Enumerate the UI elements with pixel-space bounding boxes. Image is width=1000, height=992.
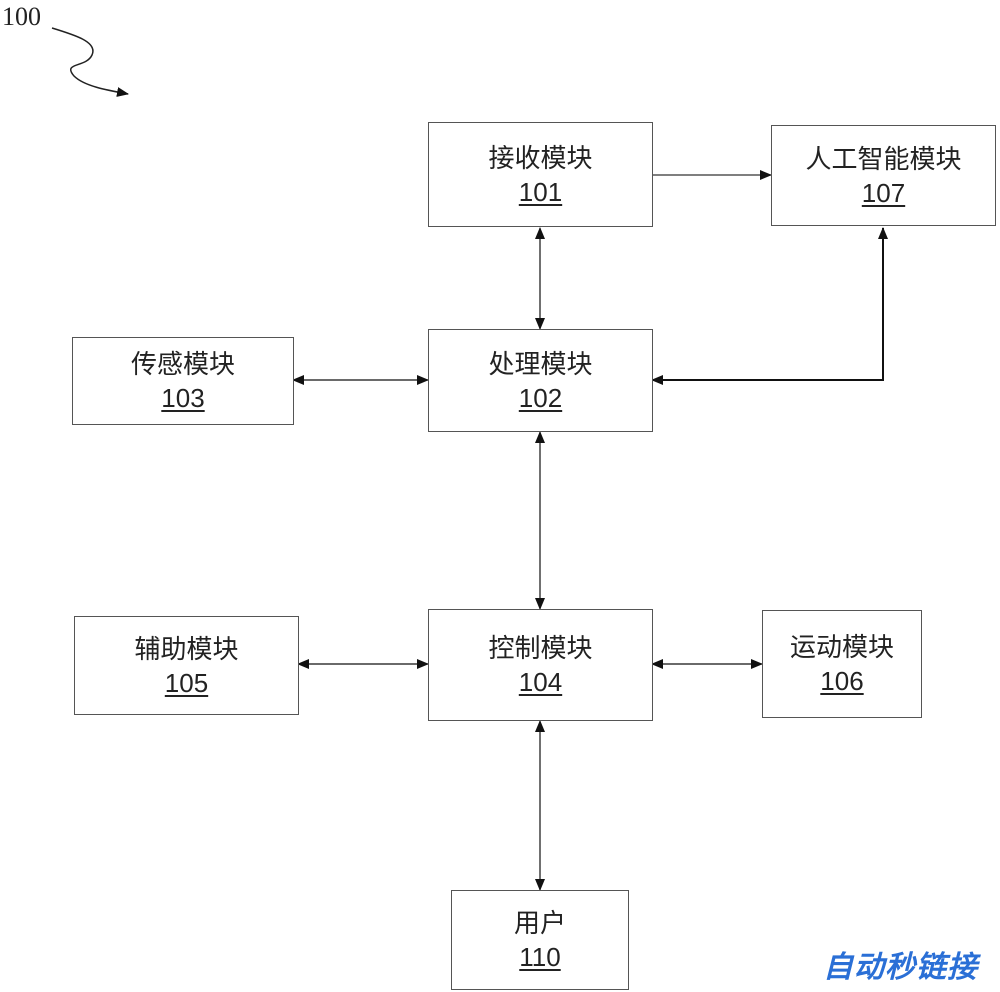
ai-module-number: 107 bbox=[861, 177, 906, 208]
auxiliary-module-box: 辅助模块 105 bbox=[74, 616, 299, 715]
sensing-module-box: 传感模块 103 bbox=[72, 337, 294, 425]
figure-reference-label: 100 bbox=[2, 2, 41, 31]
receive-module-number: 101 bbox=[518, 176, 563, 207]
sensing-module-label: 传感模块 bbox=[130, 350, 235, 380]
control-module-box: 控制模块 104 bbox=[428, 609, 653, 721]
motion-module-box: 运动模块 106 bbox=[762, 610, 922, 718]
user-label: 用户 bbox=[513, 909, 566, 939]
ai-module-label: 人工智能模块 bbox=[805, 144, 962, 175]
control-module-number: 104 bbox=[518, 667, 563, 697]
motion-module-label: 运动模块 bbox=[789, 633, 894, 663]
motion-module-number: 106 bbox=[820, 666, 864, 696]
watermark-text: 自动秒链接 bbox=[823, 950, 978, 985]
processing-module-box: 处理模块 102 bbox=[428, 329, 653, 432]
processing-module-label: 处理模块 bbox=[488, 349, 593, 380]
processing-module-number: 102 bbox=[518, 382, 563, 413]
user-number: 110 bbox=[519, 942, 561, 972]
control-module-label: 控制模块 bbox=[488, 634, 593, 664]
figure-reference-leader bbox=[51, 27, 129, 97]
sensing-module-number: 103 bbox=[161, 383, 205, 413]
user-box: 用户 110 bbox=[451, 890, 629, 990]
ai-module-box: 人工智能模块 107 bbox=[771, 125, 996, 226]
receive-module-box: 接收模块 101 bbox=[428, 122, 653, 227]
auxiliary-module-number: 105 bbox=[164, 667, 209, 698]
auxiliary-module-label: 辅助模块 bbox=[134, 634, 239, 665]
arrow-processing-ai bbox=[651, 227, 888, 385]
receive-module-label: 接收模块 bbox=[488, 143, 593, 174]
